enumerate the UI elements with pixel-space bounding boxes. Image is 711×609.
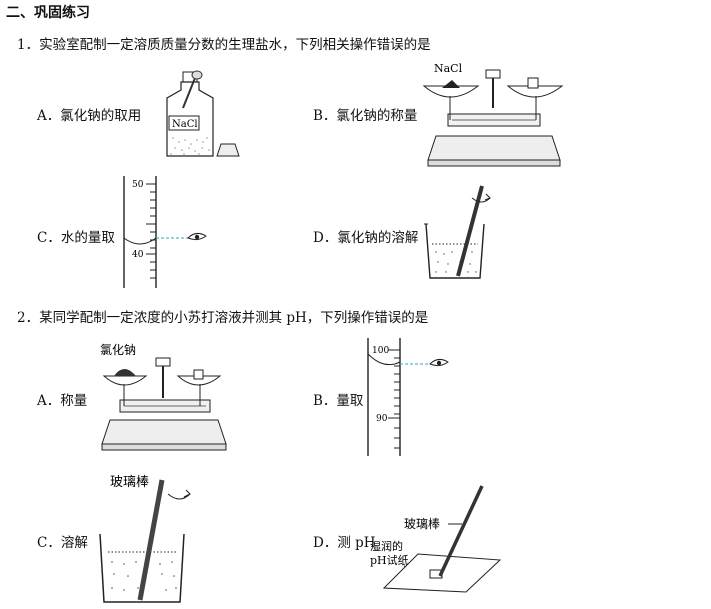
option-text: 氯化钠的称量	[336, 108, 418, 124]
q2-option-a[interactable]: A．称量	[37, 389, 87, 409]
q1-option-a[interactable]: A．氯化钠的取用	[37, 104, 141, 124]
bottle-label: NaCl	[172, 119, 198, 130]
option-text: 氯化钠的取用	[60, 108, 142, 124]
graduated-cylinder-q1: 50 40	[123, 176, 207, 288]
option-text: 量取	[336, 393, 364, 409]
q1-option-c[interactable]: C．水的量取	[37, 226, 115, 246]
question-1-stem: 1．实验室配制一定溶质质量分数的生理盐水，下列相关操作错误的是	[17, 37, 431, 53]
option-letter: A．	[37, 108, 61, 124]
option-letter: D．	[313, 230, 338, 246]
option-letter: B．	[313, 108, 337, 124]
ph-rod-label: 玻璃棒	[404, 517, 440, 531]
cylinder-mark-top: 50	[132, 180, 144, 190]
beaker-dissolving-q2: 玻璃棒	[99, 475, 191, 603]
option-letter: D．	[313, 535, 338, 551]
cylinder-mark-bottom: 90	[376, 414, 388, 424]
ph-paper-label-1: 湿润的	[370, 539, 403, 553]
q1-option-d[interactable]: D．氯化钠的溶解	[313, 226, 418, 246]
option-letter: C．	[37, 230, 61, 246]
option-letter: B．	[313, 393, 337, 409]
glass-rod-label: 玻璃棒	[110, 475, 149, 490]
reagent-bottle-figure: NaCl	[166, 70, 240, 157]
q1-option-b[interactable]: B．氯化钠的称量	[313, 104, 417, 124]
option-text: 氯化钠的溶解	[337, 230, 419, 246]
ph-paper-label-2: pH试纸	[370, 554, 409, 567]
q2-option-c[interactable]: C．溶解	[37, 531, 88, 551]
balance-figure-q2: 氯化钠	[100, 342, 227, 451]
q2-option-d[interactable]: D．测 pH	[313, 531, 376, 551]
balance-nacl-label: NaCl	[434, 62, 463, 75]
cylinder-mark-bottom: 40	[132, 250, 144, 260]
section-title: 二、巩固练习	[6, 5, 90, 21]
ph-test-figure: 玻璃棒 湿润的 pH试纸	[370, 485, 502, 593]
option-text: 测 pH	[337, 535, 376, 551]
graduated-cylinder-q2: 100 90	[367, 338, 449, 456]
option-text: 溶解	[60, 535, 88, 551]
option-letter: C．	[37, 535, 61, 551]
option-text: 称量	[60, 393, 88, 409]
balance-label: 氯化钠	[100, 342, 136, 357]
balance-figure-q1: NaCl	[422, 62, 564, 167]
q2-option-b[interactable]: B．量取	[313, 389, 363, 409]
option-letter: A．	[37, 393, 61, 409]
option-text: 水的量取	[60, 230, 115, 246]
cylinder-mark-top: 100	[372, 346, 389, 356]
question-2-stem: 2．某同学配制一定浓度的小苏打溶液并测其 pH，下列操作错误的是	[17, 310, 429, 326]
beaker-dissolving-q1	[424, 185, 491, 279]
